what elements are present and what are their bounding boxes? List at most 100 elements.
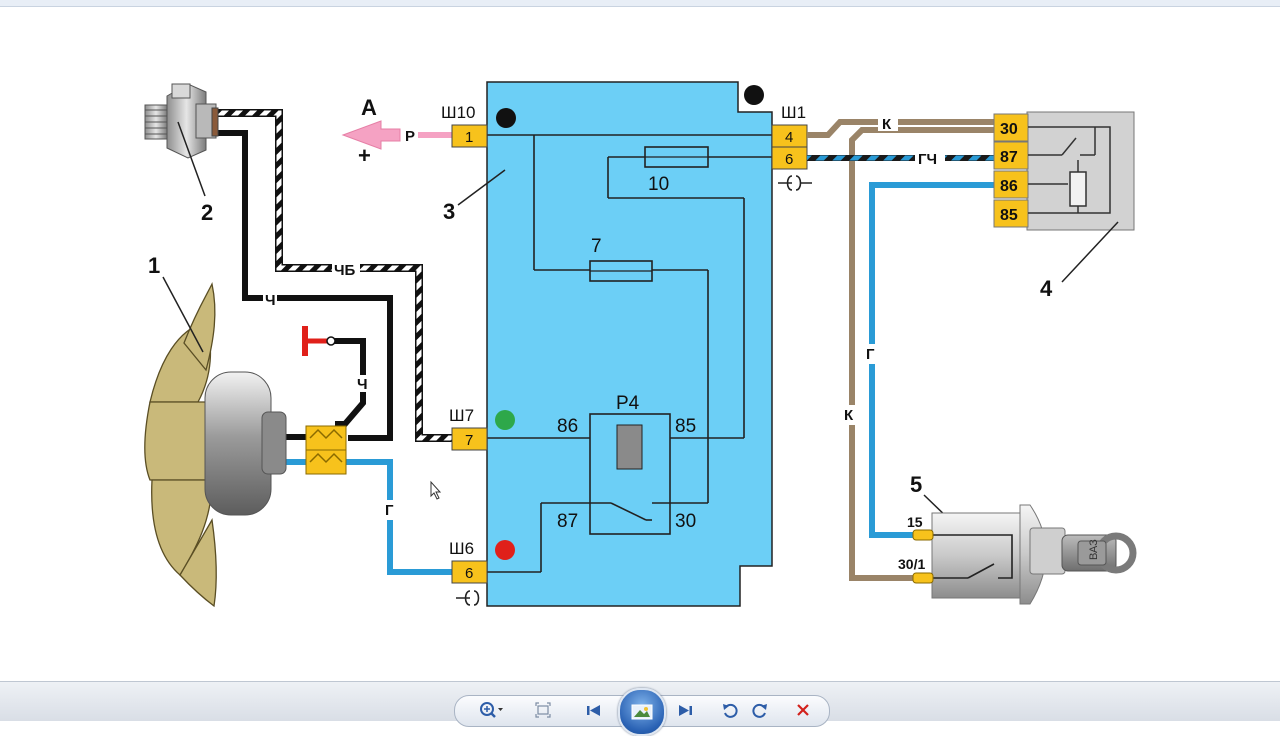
ignition-internal [930, 534, 1013, 579]
mount-block [486, 81, 773, 607]
wire-blue-left [345, 459, 455, 575]
label-polarity: + [358, 143, 371, 168]
label-component-5: 5 [910, 472, 922, 497]
slideshow-icon [631, 704, 653, 720]
wire-ground [332, 338, 366, 427]
connector-sh10-pin [451, 124, 488, 148]
block-leader [457, 169, 506, 206]
label-wire-ch2: Ч [357, 376, 368, 393]
label-component-4: 4 [1040, 276, 1053, 301]
label-p4-86: 86 [557, 416, 578, 437]
label-fuse-7: 7 [591, 236, 602, 257]
label-sh10: Ш10 [441, 103, 476, 122]
label-relay-pin-85: 85 [1000, 207, 1018, 224]
label-sh7-pin: 7 [465, 432, 473, 449]
delete-icon [797, 704, 809, 716]
wire-k-right [849, 127, 995, 581]
label-bg-g-left [383, 500, 397, 520]
previous-icon [587, 705, 600, 716]
fan-motor [204, 371, 272, 516]
wire-k-top [807, 119, 995, 138]
fan-motor-cap [261, 411, 287, 475]
connector-sh7-pin [451, 427, 488, 451]
label-wire-p: Р [405, 128, 415, 145]
rotate-cw-icon [752, 703, 767, 718]
fan-leader [162, 276, 204, 353]
label-sh7: Ш7 [449, 406, 474, 425]
label-bg-ch2 [356, 375, 370, 392]
indicator-green [495, 410, 515, 430]
fan-connector [305, 425, 347, 475]
label-bg-k-right [843, 405, 861, 425]
label-bg-k-top [878, 114, 898, 131]
slideshow-button[interactable] [618, 688, 666, 736]
label-bg-ch1 [263, 290, 277, 307]
next-icon [679, 705, 692, 716]
ignition-body [931, 512, 1023, 599]
label-wire-ch1: Ч [265, 292, 276, 309]
window-top-edge [0, 0, 1280, 7]
fit-button[interactable] [530, 699, 556, 721]
relay-p4-contact [610, 502, 647, 521]
label-ignition-30-1: 30/1 [898, 556, 925, 572]
relay-4-leader [1061, 221, 1119, 283]
label-bg-cb [332, 260, 360, 277]
indicator-black-right [744, 85, 764, 105]
zoom-button[interactable] [478, 699, 504, 721]
label-fuse-10: 10 [648, 174, 669, 195]
socket-symbol-bottom [456, 590, 480, 606]
delete-button[interactable] [790, 699, 816, 721]
relay-4-body [1026, 111, 1135, 231]
label-arrow-a: А [361, 95, 377, 120]
label-component-2: 2 [201, 200, 213, 225]
label-p4-30: 30 [675, 511, 696, 532]
previous-button[interactable] [581, 699, 607, 721]
key-icon [1061, 532, 1137, 574]
label-wire-cb: ЧБ [334, 262, 356, 279]
indicator-black-left [496, 108, 516, 128]
rotate-ccw-icon [723, 703, 738, 718]
relay-p4-outline [589, 413, 671, 535]
connector-sh6-pin [451, 560, 488, 584]
wire-g-right [869, 182, 995, 538]
relay-p4-coil [616, 424, 643, 470]
label-component-1: 1 [148, 253, 160, 278]
label-ignition-15: 15 [907, 514, 923, 530]
label-wire-g-left: Г [385, 502, 394, 519]
wire-black-sensor [215, 130, 393, 441]
label-relay-pin-30: 30 [1000, 121, 1018, 138]
label-sh1: Ш1 [781, 103, 806, 122]
indicator-red [495, 540, 515, 560]
label-sh1-pin4: 4 [785, 129, 793, 146]
socket-symbol-right [778, 175, 812, 191]
fit-icon [535, 702, 551, 718]
temp-sensor [144, 83, 219, 159]
label-key-vaz: ВАЗ [1088, 539, 1100, 560]
sensor-leader [177, 121, 206, 197]
label-bg-gch [915, 149, 945, 167]
fan-blades [144, 282, 217, 608]
label-wire-k-right: К [844, 407, 854, 424]
arrow-a [341, 120, 401, 150]
relay-4-coil [1069, 171, 1087, 207]
relay-4-internal [1028, 126, 1111, 214]
label-wire-g-right: Г [866, 346, 875, 363]
label-sh6-pin: 6 [465, 565, 473, 582]
label-p4-85: 85 [675, 416, 696, 437]
label-sh1-pin6: 6 [785, 151, 793, 168]
ground-point [326, 336, 336, 346]
label-p4-87: 87 [557, 511, 578, 532]
label-bg-g-right [864, 344, 880, 364]
rotate-ccw-button[interactable] [717, 699, 743, 721]
relay-4-pins [993, 113, 1029, 228]
ignition-terminals [912, 529, 934, 584]
mouse-pointer-icon [430, 480, 442, 500]
ignition-barrel [1029, 527, 1066, 575]
label-sh10-pin: 1 [465, 129, 473, 146]
label-component-3: 3 [443, 199, 455, 224]
label-wire-k-top: К [882, 116, 892, 133]
label-relay-pin-86: 86 [1000, 178, 1018, 195]
block-internal-wiring [487, 134, 772, 573]
next-button[interactable] [672, 699, 698, 721]
rotate-cw-button[interactable] [747, 699, 773, 721]
